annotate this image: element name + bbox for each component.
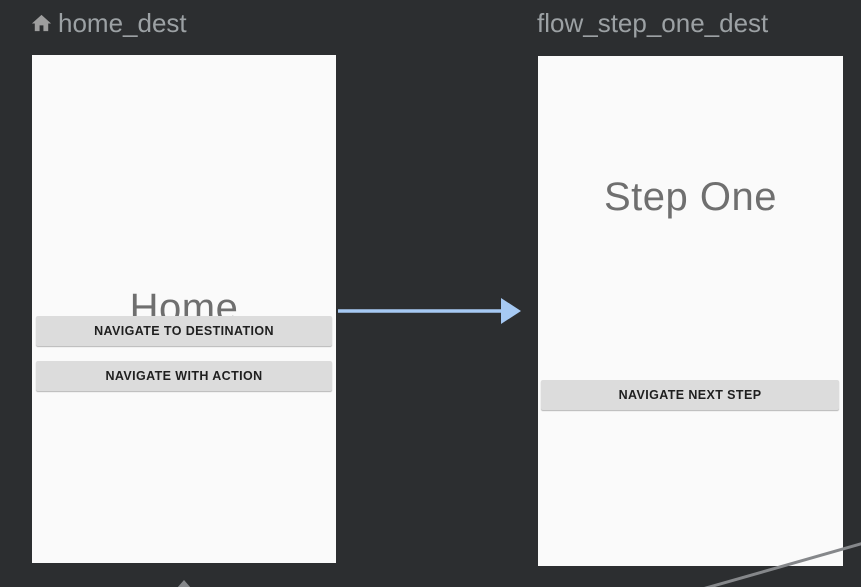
action-edge-arrowhead	[501, 298, 521, 324]
preview-button-navigate-next-step: NAVIGATE NEXT STEP	[541, 380, 839, 410]
destination-label-flow-step-one: flow_step_one_dest	[537, 8, 769, 38]
destination-header-home[interactable]: home_dest	[30, 8, 187, 38]
home-icon	[30, 12, 53, 35]
action-edge-home-to-flow-step-one[interactable]	[338, 298, 521, 324]
destination-card-home[interactable]: Home NAVIGATE TO DESTINATION NAVIGATE WI…	[32, 55, 336, 563]
preview-button-navigate-with-action: NAVIGATE WITH ACTION	[36, 361, 332, 391]
home-icon-path	[31, 14, 52, 31]
destination-header-flow-step-one[interactable]: flow_step_one_dest	[537, 8, 768, 38]
preview-button-navigate-to-destination: NAVIGATE TO DESTINATION	[36, 316, 332, 346]
preview-title-step-one: Step One	[603, 175, 777, 219]
destination-label-home: home_dest	[58, 8, 187, 38]
destination-card-flow-step-one[interactable]: Step One NAVIGATE NEXT STEP	[538, 56, 843, 566]
incoming-edge-arrowhead[interactable]	[177, 580, 191, 587]
